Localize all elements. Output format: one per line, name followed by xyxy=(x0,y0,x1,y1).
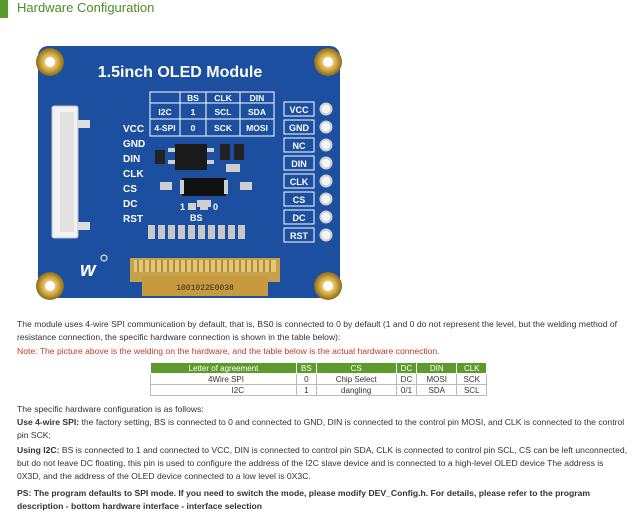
ps-paragraph: PS: The program defaults to SPI mode. If… xyxy=(17,488,591,511)
flex-cable-connector: 1001022E0038 xyxy=(130,258,280,296)
bs-one-label: 1 xyxy=(180,202,185,212)
pin-label: DC xyxy=(123,199,137,210)
left-pin-labels: VCC GND DIN CLK CS DC RST xyxy=(123,124,145,225)
oled-module-board: 1.5inch OLED Module BS CLK DIN I2C 1 SCL… xyxy=(36,46,342,300)
bs-jumper: 1 0 BS xyxy=(180,202,218,223)
pin-label: CLK xyxy=(290,177,309,187)
table-cell: SCK xyxy=(456,373,488,385)
waveshare-logo-icon: w xyxy=(80,254,108,281)
spi-body: the factory setting, BS is connected to … xyxy=(17,417,625,440)
table-cell: SDA xyxy=(416,384,458,396)
pin-label: RST xyxy=(290,231,309,241)
table-cell: 4Wire SPI xyxy=(150,373,297,385)
i2c-body: BS is connected to 1 and connected to VC… xyxy=(17,445,628,481)
table-cell: SCL xyxy=(456,384,488,396)
config-intro: The specific hardware configuration is a… xyxy=(17,404,204,414)
table-header: BS xyxy=(296,362,317,374)
bs-config-table: BS CLK DIN I2C 1 SCL SDA 4-SPI 0 SCK MOS… xyxy=(149,91,275,137)
pin-header-connector xyxy=(51,105,90,239)
table-cell: 0 xyxy=(296,373,317,385)
oled-module-photo: 1.5inch OLED Module BS CLK DIN I2C 1 SCL… xyxy=(30,40,350,310)
pin-label: DC xyxy=(293,213,306,223)
table-cell: I2C xyxy=(150,384,297,396)
pad-row xyxy=(148,225,245,239)
bs-zero-label: 0 xyxy=(213,202,218,212)
pin-label: VCC xyxy=(123,124,144,135)
pin-label: DIN xyxy=(123,154,140,165)
section-title: Hardware Configuration xyxy=(17,0,155,15)
table-header-row: Letter of agreement BS CS DC DIN CLK xyxy=(150,362,488,374)
table-cell: Chip Select xyxy=(315,373,397,385)
table-header: CLK xyxy=(456,362,488,374)
right-solder-holes xyxy=(319,102,333,242)
bs-cell: SDA xyxy=(248,107,266,117)
bs-cell: MOSI xyxy=(246,123,268,133)
pin-label: RST xyxy=(123,214,143,225)
pin-label: CS xyxy=(123,184,137,195)
pin-label: CS xyxy=(293,195,306,205)
table-cell: dangling xyxy=(315,384,397,396)
table-header: Letter of agreement xyxy=(150,362,297,374)
bs-row-label: 4-SPI xyxy=(154,123,175,133)
table-row: 4Wire SPI 0 Chip Select DC MOSI SCK xyxy=(150,373,488,385)
table-row: I2C 1 dangling 0/1 SDA SCL xyxy=(150,384,488,396)
table-cell: DC xyxy=(395,373,418,385)
i2c-paragraph: Using I2C: BS is connected to 1 and conn… xyxy=(17,444,627,483)
table-cell: 1 xyxy=(296,384,317,396)
header-accent-bar xyxy=(0,0,8,18)
note-paragraph: Note: The picture above is the welding o… xyxy=(17,346,440,356)
bs-row-label: I2C xyxy=(158,107,171,117)
bs-cell: 0 xyxy=(191,123,196,133)
bs-col: BS xyxy=(187,93,199,103)
part-number: 1001022E0038 xyxy=(176,284,234,293)
bs-cell: SCL xyxy=(215,107,232,117)
right-pin-labels: VCC GND NC DIN CLK CS DC RST xyxy=(283,101,315,243)
bs-col: CLK xyxy=(214,93,232,103)
intro-paragraph: The module uses 4-wire SPI communication… xyxy=(17,319,618,342)
spi-lead: Use 4-wire SPI: xyxy=(17,417,80,427)
pin-label: CLK xyxy=(123,169,144,180)
bs-cell: SCK xyxy=(214,123,233,133)
section-header: Hardware Configuration xyxy=(0,0,640,18)
table-cell: 0/1 xyxy=(395,384,418,396)
table-header: CS xyxy=(315,362,397,374)
pin-label: VCC xyxy=(289,105,309,115)
table-header: DC xyxy=(395,362,418,374)
pin-label: GND xyxy=(289,123,310,133)
i2c-lead: Using I2C: xyxy=(17,445,60,455)
bs-cell: 1 xyxy=(191,107,196,117)
pin-label: DIN xyxy=(291,159,307,169)
table-header: DIN xyxy=(416,362,458,374)
spi-paragraph: Use 4-wire SPI: the factory setting, BS … xyxy=(17,416,627,442)
bs-col: DIN xyxy=(250,93,265,103)
connection-table: Letter of agreement BS CS DC DIN CLK 4Wi… xyxy=(150,362,488,396)
pin-label: NC xyxy=(293,141,306,151)
bs-name-label: BS xyxy=(190,213,203,223)
board-title: 1.5inch OLED Module xyxy=(98,64,263,81)
pin-label: GND xyxy=(123,139,145,150)
pcb xyxy=(38,46,340,298)
table-cell: MOSI xyxy=(416,373,458,385)
svg-text:w: w xyxy=(80,259,97,281)
